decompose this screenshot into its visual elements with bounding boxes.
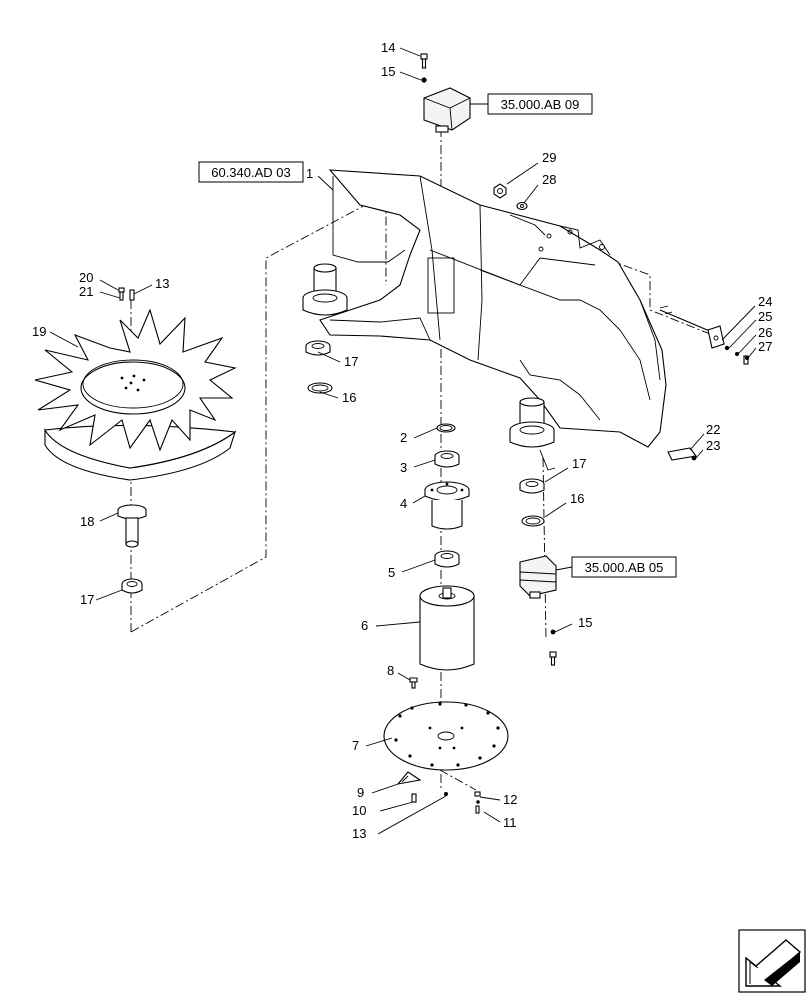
impeller-19 — [34, 308, 237, 481]
reference-box-ab09[interactable]: 35.000.AB 09 — [487, 93, 593, 115]
callout-2: 2 — [400, 430, 407, 445]
right-bearing-post — [509, 397, 556, 471]
bearing-3 — [434, 450, 460, 468]
callout-17-upper: 17 — [344, 354, 358, 369]
callout-13-bottom: 13 — [352, 826, 366, 841]
callout-21: 21 — [79, 284, 93, 299]
callout-14: 14 — [381, 40, 395, 55]
left-bearing-post — [302, 263, 348, 316]
reference-box-ab05[interactable]: 35.000.AB 05 — [571, 556, 677, 578]
reference-label-ab05: 35.000.AB 05 — [585, 560, 664, 575]
bearing-17-right — [519, 478, 545, 494]
callout-25: 25 — [758, 309, 772, 324]
callout-3: 3 — [400, 460, 407, 475]
callout-17-left: 17 — [80, 592, 94, 607]
plate-holes — [394, 702, 500, 767]
reference-box-ad03[interactable]: 60.340.AD 03 — [198, 161, 304, 183]
shaft-18 — [117, 504, 147, 548]
clip-22 — [667, 447, 697, 461]
callout-labels: 14 15 1 29 28 20 13 21 19 17 16 24 25 26… — [32, 40, 772, 841]
callout-19: 19 — [32, 324, 46, 339]
callout-24: 24 — [758, 294, 772, 309]
impeller-fasteners — [118, 287, 135, 301]
callout-18: 18 — [80, 514, 94, 529]
snap-ring-2 — [436, 423, 456, 433]
navigation-arrow-icon[interactable] — [738, 929, 806, 993]
callout-4: 4 — [400, 496, 407, 511]
callout-12: 12 — [503, 792, 517, 807]
callout-7: 7 — [352, 738, 359, 753]
callout-23: 23 — [706, 438, 720, 453]
callout-9: 9 — [357, 785, 364, 800]
callout-20: 20 — [79, 270, 93, 285]
bolt-15-lower — [549, 629, 557, 666]
callout-15-lower: 15 — [578, 615, 592, 630]
bearing-17-left — [121, 578, 143, 594]
bearing-5 — [434, 550, 460, 568]
motor-35-000-ab-05 — [519, 555, 557, 599]
callout-17-right: 17 — [572, 456, 586, 471]
reference-label-ad03: 60.340.AD 03 — [211, 165, 291, 180]
top-motor — [423, 87, 471, 133]
callout-29: 29 — [542, 150, 556, 165]
callout-27: 27 — [758, 339, 772, 354]
reference-label-ab09: 35.000.AB 09 — [501, 97, 580, 112]
callout-16-upper: 16 — [342, 390, 356, 405]
ring-16-upper — [307, 382, 333, 394]
callout-10: 10 — [352, 803, 366, 818]
callout-5: 5 — [388, 565, 395, 580]
bolt-14 — [420, 53, 428, 83]
callout-26: 26 — [758, 325, 772, 340]
hub-4 — [424, 481, 470, 530]
bolt-8 — [409, 677, 418, 689]
nut-29-washer-28 — [493, 183, 528, 211]
callout-22: 22 — [706, 422, 720, 437]
callout-16-right: 16 — [570, 491, 584, 506]
drum-6 — [419, 585, 475, 671]
rod-24 — [659, 305, 749, 365]
pin-10-13-fasteners — [411, 791, 481, 814]
callout-15: 15 — [381, 64, 395, 79]
ring-16-right — [521, 515, 545, 527]
callout-6: 6 — [361, 618, 368, 633]
plate-7 — [383, 701, 509, 771]
callout-28: 28 — [542, 172, 556, 187]
clip-9 — [396, 771, 422, 785]
callout-8: 8 — [387, 663, 394, 678]
callout-11: 11 — [503, 815, 517, 830]
main-housing — [319, 169, 667, 448]
callout-1: 1 — [306, 166, 313, 181]
leader-lines — [49, 47, 757, 835]
bearing-17-upper — [305, 340, 331, 356]
callout-13-top: 13 — [155, 276, 169, 291]
